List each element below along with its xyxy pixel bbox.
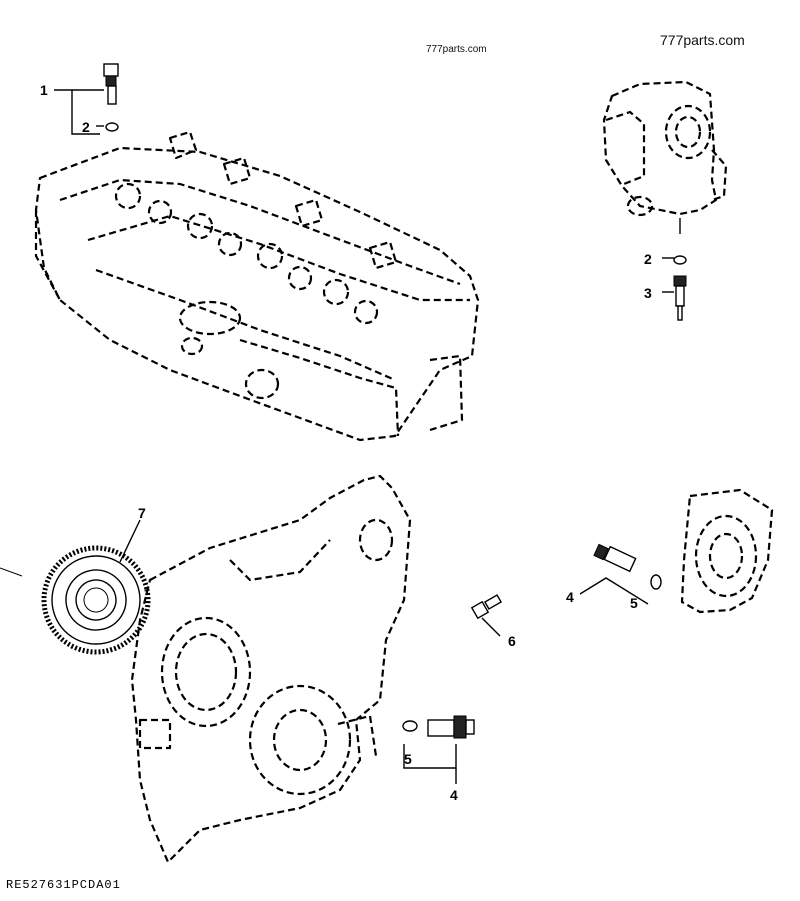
leader-4-5-upper (579, 577, 649, 605)
callout-3: 3 (644, 285, 652, 301)
figure-code: RE527631PCDA01 (6, 878, 121, 892)
sensor-part-4-upper (593, 543, 662, 590)
leader-7 (119, 519, 141, 563)
callout-6: 6 (508, 633, 516, 649)
housing-plate-drawing (680, 488, 774, 614)
watermark-small: 777parts.com (426, 44, 487, 55)
plug-part-6 (470, 594, 503, 620)
timing-cover-drawing (130, 474, 412, 864)
callout-4-upper: 4 (566, 589, 574, 605)
sensor-part-4-lower (402, 715, 475, 739)
watermark-large: 777parts.com (660, 32, 745, 48)
callout-2-head: 2 (82, 119, 90, 135)
cylinder-head-drawing (34, 130, 480, 442)
sender-part-1 (103, 63, 119, 132)
callout-2-housing: 2 (644, 251, 652, 267)
leader-4-5-lower (403, 744, 457, 769)
outlet-housing-drawing (602, 80, 728, 217)
callout-4-lower: 4 (450, 787, 458, 803)
edge-fragment (0, 567, 23, 577)
ring-gear-part-7 (41, 545, 151, 655)
washer-and-sensor-3 (673, 255, 687, 321)
callout-5-lower: 5 (404, 751, 412, 767)
callout-7: 7 (138, 505, 146, 521)
leader-1 (54, 89, 100, 135)
callout-1: 1 (40, 82, 48, 98)
leader-6 (481, 617, 501, 637)
callout-5-upper: 5 (630, 595, 638, 611)
